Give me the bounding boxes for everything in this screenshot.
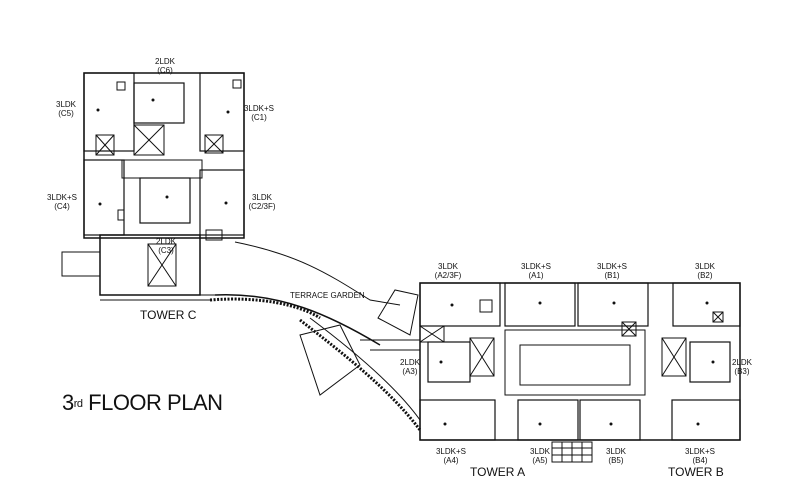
unit-code: (A1) xyxy=(528,271,544,280)
unit-label-b4: 3LDK+S (B4) xyxy=(685,447,715,465)
unit-code: (A3) xyxy=(402,367,418,376)
unit-code: (C1) xyxy=(251,113,267,122)
unit-label-a5: 3LDK (A5) xyxy=(530,447,550,465)
tower-b-label: TOWER B xyxy=(668,465,724,479)
unit-label-c6: 2LDK (C6) xyxy=(155,57,175,75)
unit-code: (B2) xyxy=(697,271,713,280)
unit-code: (C6) xyxy=(157,66,173,75)
tower-c-label: TOWER C xyxy=(140,308,197,322)
unit-type: 2LDK xyxy=(155,237,177,246)
unit-code: (C5) xyxy=(58,109,74,118)
unit-label-c4: 3LDK+S (C4) xyxy=(47,193,77,211)
unit-dots xyxy=(96,98,715,426)
unit-code: (C3) xyxy=(158,246,174,255)
unit-type: 3LDK xyxy=(529,447,551,456)
unit-label-c5: 3LDK (C5) xyxy=(56,100,76,118)
unit-type: 3LDK xyxy=(437,262,459,271)
unit-code: (B3) xyxy=(734,367,750,376)
unit-code: (C2/3F) xyxy=(248,202,276,211)
unit-label-b5: 3LDK (B5) xyxy=(606,447,626,465)
unit-type: 3LDK xyxy=(55,100,77,109)
unit-type: 3LDK+S xyxy=(520,262,552,271)
unit-type: 3LDK xyxy=(605,447,627,456)
unit-label-b1: 3LDK+S (B1) xyxy=(597,262,627,280)
unit-code: (B4) xyxy=(692,456,708,465)
title-main: FLOOR PLAN xyxy=(82,390,223,415)
unit-type: 2LDK xyxy=(731,358,753,367)
unit-label-b2: 3LDK (B2) xyxy=(695,262,715,280)
unit-label-a4: 3LDK+S (A4) xyxy=(436,447,466,465)
unit-type: 3LDK+S xyxy=(243,104,275,113)
unit-code: (B1) xyxy=(604,271,620,280)
terrace-garden-label: TERRACE GARDEN xyxy=(290,291,365,300)
title-superscript: rd xyxy=(73,398,83,410)
unit-type: 3LDK+S xyxy=(684,447,716,456)
unit-type: 3LDK xyxy=(694,262,716,271)
unit-code: (A2/3F) xyxy=(434,271,462,280)
unit-type: 3LDK+S xyxy=(46,193,78,202)
unit-label-a3: 2LDK (A3) xyxy=(400,358,420,376)
unit-code: (B5) xyxy=(608,456,624,465)
unit-label-a2: 3LDK (A2/3F) xyxy=(435,262,462,280)
unit-code: (C4) xyxy=(54,202,70,211)
unit-type: 2LDK xyxy=(399,358,421,367)
terrace-bridge xyxy=(209,241,422,431)
unit-type: 3LDK+S xyxy=(435,447,467,456)
unit-type: 2LDK xyxy=(154,57,176,66)
page-title: 3rd FLOOR PLAN xyxy=(62,390,223,416)
unit-label-c1: 3LDK+S (C1) xyxy=(244,104,274,122)
unit-code: (A5) xyxy=(532,456,548,465)
unit-code: (A4) xyxy=(443,456,459,465)
tower-ab-outline xyxy=(419,282,741,463)
tower-c-outline xyxy=(61,72,245,301)
unit-type: 3LDK xyxy=(251,193,272,202)
unit-type: 3LDK+S xyxy=(596,262,628,271)
unit-label-a1: 3LDK+S (A1) xyxy=(521,262,551,280)
unit-label-c2: 3LDK (C2/3F) xyxy=(248,193,275,211)
unit-label-c3: 2LDK (C3) xyxy=(156,237,176,255)
unit-label-b3: 2LDK (B3) xyxy=(732,358,752,376)
title-prefix: 3 xyxy=(62,390,74,415)
tower-a-label: TOWER A xyxy=(470,465,526,479)
